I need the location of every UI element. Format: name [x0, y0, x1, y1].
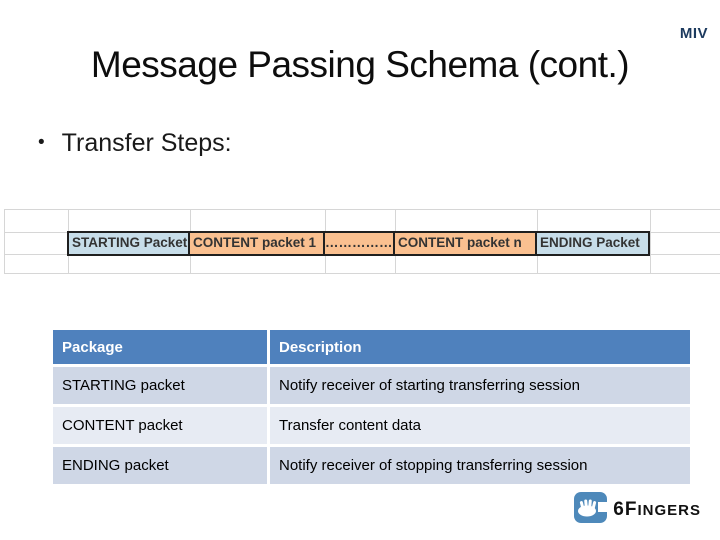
logo: 6FINGERS [574, 492, 701, 528]
corner-label: MIV [679, 25, 708, 42]
table-cell-description: Transfer content data [270, 407, 690, 444]
table-cell-description: Notify receiver of starting transferring… [270, 367, 690, 404]
spreadsheet-gridline [4, 209, 720, 210]
spreadsheet-gridline [4, 254, 68, 255]
packet-cell-ellipsis: ……………… [323, 231, 395, 256]
bullet-text: Transfer Steps: [61, 129, 232, 157]
packet-cell-content-1: CONTENT packet 1 [188, 231, 325, 256]
logo-text: 6FINGERS [613, 499, 701, 521]
table-header-package: Package [53, 330, 267, 364]
table-cell-package: ENDING packet [53, 447, 267, 484]
spreadsheet-gridline [650, 254, 720, 255]
packet-description-table: Package Description STARTING packet Noti… [53, 330, 690, 484]
spreadsheet-gridline [4, 232, 68, 233]
bullet-item: • Transfer Steps: [38, 129, 232, 158]
packet-cell-ending: ENDING Packet [535, 231, 650, 256]
table-header-description: Description [270, 330, 690, 364]
packet-sequence-row: STARTING Packet CONTENT packet 1 ……………… … [67, 231, 650, 256]
spreadsheet-gridline [4, 273, 720, 274]
packet-cell-content-n: CONTENT packet n [393, 231, 537, 256]
bullet-glyph: • [38, 132, 45, 153]
logo-text-small: INGERS [637, 502, 701, 519]
hand-icon [574, 492, 608, 528]
spreadsheet-gridline [650, 232, 720, 233]
table-cell-description: Notify receiver of stopping transferring… [270, 447, 690, 484]
slide-title: Message Passing Schema (cont.) [90, 44, 630, 85]
packet-cell-starting: STARTING Packet [67, 231, 190, 256]
table-cell-package: STARTING packet [53, 367, 267, 404]
spreadsheet-gridline [650, 209, 651, 273]
spreadsheet-gridline [4, 209, 5, 273]
table-cell-package: CONTENT packet [53, 407, 267, 444]
logo-text-big: 6F [613, 499, 638, 520]
